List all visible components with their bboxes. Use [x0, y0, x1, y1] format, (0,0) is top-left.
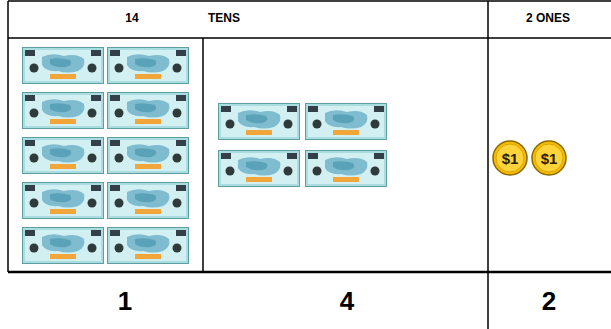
table-lines	[8, 1, 611, 329]
tens-count: 14	[125, 12, 138, 25]
column-heading: TENS	[208, 12, 240, 25]
digit: 2	[542, 287, 556, 316]
coin-rim	[493, 141, 527, 175]
digit: 4	[340, 287, 354, 316]
dollar-coin: $1	[492, 140, 528, 176]
coin-face	[535, 144, 563, 172]
ten-dollar-notes	[23, 48, 387, 264]
dollar-coin: $1	[531, 140, 567, 176]
coin-rim	[532, 141, 566, 175]
digit: 1	[118, 287, 132, 316]
column-heading: 2 ONES	[526, 12, 570, 25]
coin-face	[496, 144, 524, 172]
coin-value: $1	[502, 151, 519, 166]
coin-value: $1	[541, 151, 558, 166]
